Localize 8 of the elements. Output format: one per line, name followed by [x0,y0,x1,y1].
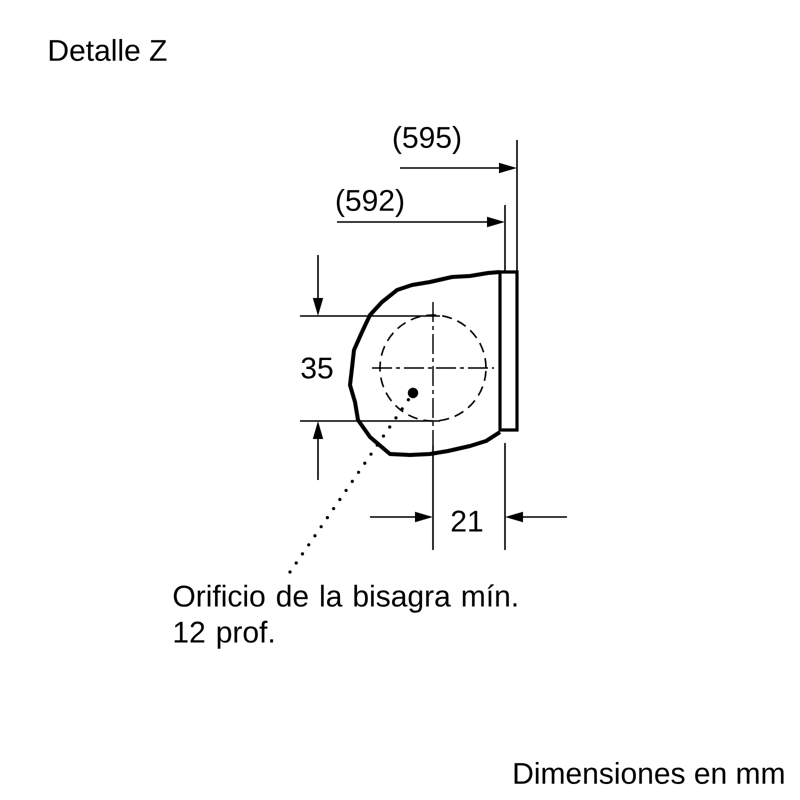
dimension-label: 35 [301,357,332,379]
dimension-label: (595) [394,126,460,154]
caption: Dimensiones en mm [514,762,784,784]
dimension-label: 21 [452,510,482,532]
note-text: Orificio de la bisagra mín. 12 prof. [174,584,516,649]
hinge-hole [379,314,487,422]
title: Detalle Z [50,39,166,62]
dimension-label: (592) [336,189,404,217]
